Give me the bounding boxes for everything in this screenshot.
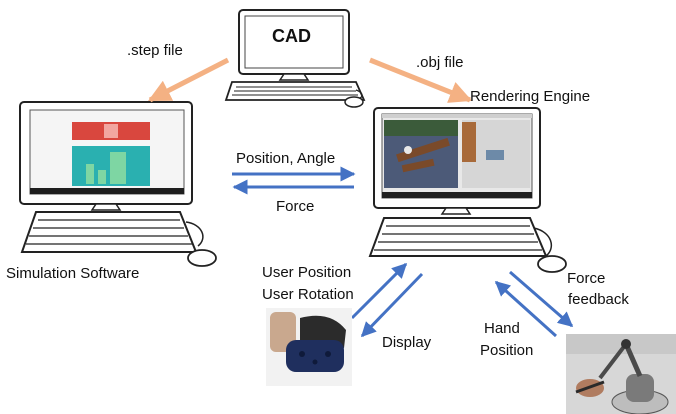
rendering-panel-item [462,122,476,162]
rendering-menubar [382,114,532,118]
haptic-body [626,374,654,402]
rendering-computer [368,107,567,273]
obj-file-label: .obj file [416,54,464,71]
vr-hand [270,312,296,352]
rendering-wall [384,120,458,136]
haptic-stylus [575,380,605,394]
force-label: Force [276,198,315,215]
mouse-icon [185,221,217,267]
arrow-display [360,272,424,338]
hand-position-label-line2: Position [480,342,534,359]
simulation-stand [90,203,122,211]
hand-position-label-line1: Hand [484,320,520,337]
sim-red-block [104,124,118,138]
rendering-table [401,158,435,173]
vr-headset-image [266,308,352,386]
position-angle-label: Position, Angle [236,150,336,167]
cad-computer [224,9,366,108]
sim-bar [110,152,126,184]
cad-label: CAD [272,26,311,46]
haptic-arm [623,342,643,378]
keyboard-icon [20,211,198,253]
sim-bar [98,170,106,184]
cad-screen [244,15,344,69]
haptic-arm [598,342,628,380]
simulation-computer [19,101,217,267]
keyboard-icon [368,217,548,257]
arrow-hand-position [494,280,558,338]
keyboard-icon [224,81,366,101]
rendering-taskbar [382,192,532,198]
rendering-panel-item [486,150,504,160]
vr-strap [300,315,346,348]
display-label: Display [382,334,432,351]
rendering-object [404,146,412,154]
mouse-icon [344,89,364,108]
arrow-user-position-rotation [350,262,408,320]
cad-stand [278,73,310,81]
force-feedback-label-line1: Force [567,270,606,287]
rendering-table [396,137,450,163]
vr-visor [286,340,344,372]
arrow-force-feedback [509,270,574,328]
rendering-engine-label: Rendering Engine [470,88,591,105]
arrow-cad-to-simulation [147,57,230,103]
haptic-device-image [566,334,676,414]
step-file-label: .step file [127,42,183,59]
simulation-taskbar [30,188,184,194]
arrow-cad-to-rendering [369,57,473,103]
user-position-label: User Position [262,264,352,281]
rendering-stand [440,207,472,215]
force-feedback-label-line2: feedback [568,291,629,308]
user-rotation-label: User Rotation [262,286,354,303]
sim-bar [86,164,94,184]
simulation-software-label: Simulation Software [6,265,140,282]
mouse-icon [533,227,567,273]
